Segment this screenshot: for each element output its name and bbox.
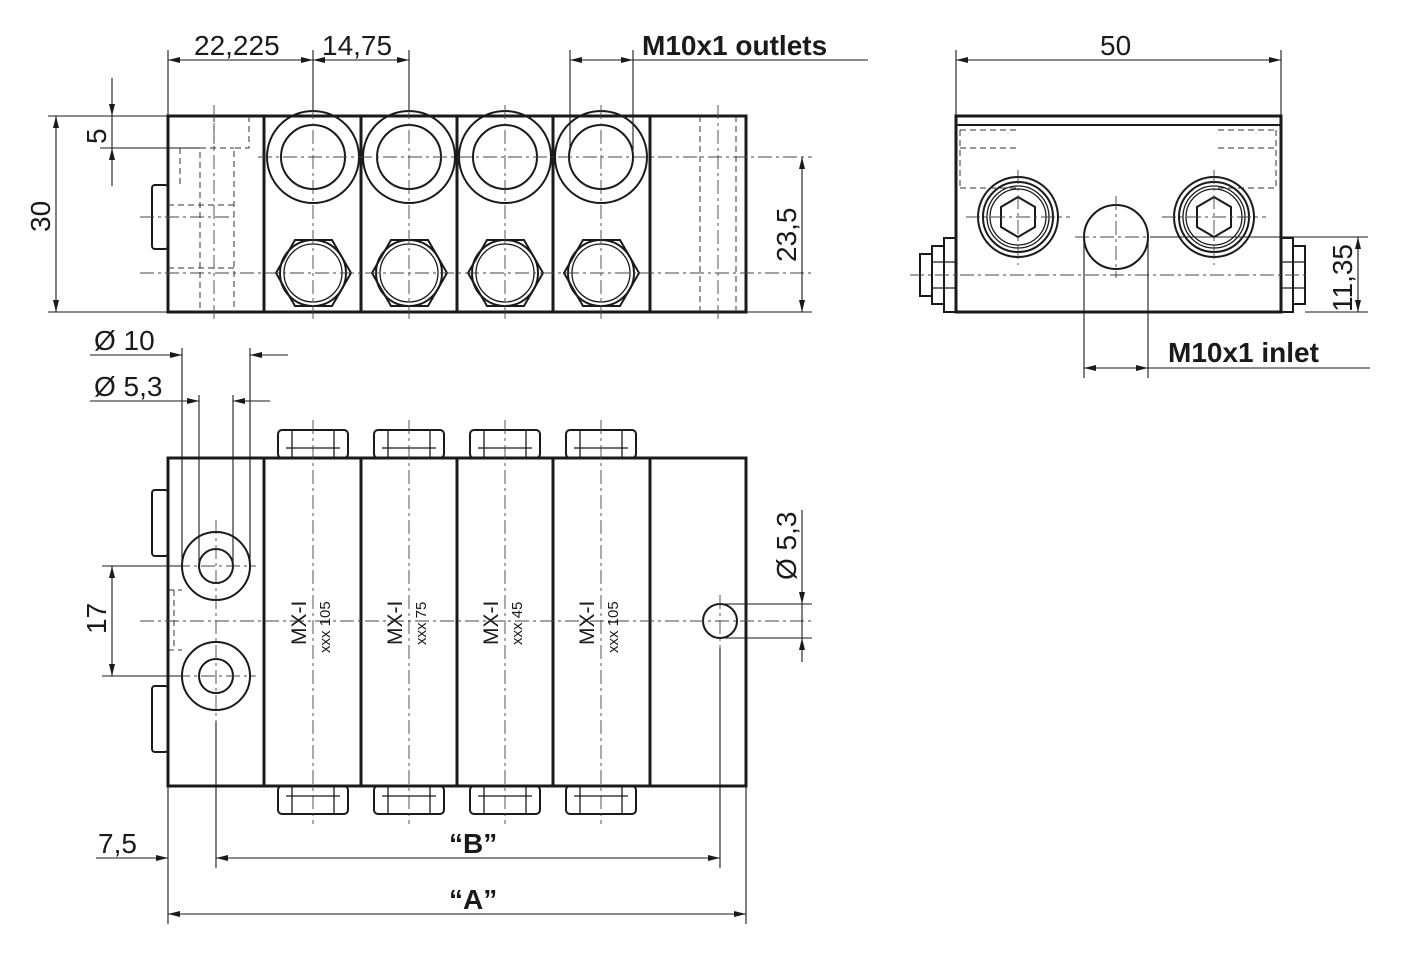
top-dimensions: Ø 10 Ø 5,3 17 Ø 5,3 7,5 “B” “A” (81, 325, 812, 924)
dia-10-label: Ø 10 (94, 325, 155, 356)
side-view (910, 114, 1310, 314)
section-labels: MX-I xxx 105 MX-I xxx 75 MX-I xxx 45 MX-… (288, 601, 622, 653)
side-center-lines (910, 170, 1310, 278)
section-label-4: MX-I xxx 105 (576, 601, 622, 653)
dim-label-235: 23,5 (771, 208, 802, 263)
hex-socket-icon (1000, 195, 1036, 239)
front-dimensions: 22,225 14,75 M10x1 outlets 30 5 23,5 (25, 30, 868, 313)
front-center-lines (140, 105, 812, 320)
top-nuts (277, 429, 637, 459)
dim-label-1475: 14,75 (322, 30, 392, 61)
hex-plug-3 (466, 239, 545, 307)
top-left-nipple-upper (151, 489, 169, 557)
section-label-2: MX-I xxx 75 (384, 601, 430, 645)
top-center-lines (140, 420, 812, 824)
dim-label-50: 50 (1100, 30, 1131, 61)
section-code-2: xxx 75 (413, 602, 430, 645)
top-left-nipple-lower (151, 685, 169, 753)
dim-label-5: 5 (81, 128, 112, 144)
front-view (140, 105, 812, 320)
section-model-4: MX-I (576, 601, 599, 645)
top-view: MX-I xxx 105 MX-I xxx 75 MX-I xxx 45 MX-… (140, 420, 812, 824)
dia-53-right-label: Ø 5,3 (771, 512, 802, 580)
bottom-nuts (277, 785, 637, 815)
dim-label-22225: 22,225 (194, 30, 280, 61)
outlets-label: M10x1 outlets (642, 30, 827, 61)
side-dimensions: 50 11,35 M10x1 inlet (955, 30, 1370, 378)
section-label-1: MX-I xxx 105 (288, 601, 334, 653)
dim-label-B: “B” (449, 828, 497, 859)
dim-label-1135: 11,35 (1327, 244, 1358, 312)
dim-label-30: 30 (25, 201, 56, 232)
hex-plug-1 (274, 239, 353, 307)
section-code-4: xxx 105 (605, 601, 622, 653)
dim-label-A: “A” (449, 884, 497, 915)
dia-53-top-label: Ø 5,3 (94, 371, 162, 402)
section-model-1: MX-I (288, 601, 311, 645)
inlet-label: M10x1 inlet (1168, 337, 1319, 368)
front-left-hidden-lines (168, 116, 250, 312)
side-body (954, 114, 1283, 314)
dim-label-75: 7,5 (98, 828, 137, 859)
dim-label-17: 17 (81, 603, 112, 634)
section-model-2: MX-I (384, 601, 407, 645)
section-code-3: xxx 45 (509, 602, 526, 645)
front-section-dividers (262, 116, 652, 312)
section-model-3: MX-I (480, 601, 503, 645)
top-section-dividers (262, 458, 652, 786)
front-right-hidden-lines (699, 116, 737, 312)
section-code-1: xxx 105 (317, 601, 334, 653)
section-label-3: MX-I xxx 45 (480, 601, 526, 645)
